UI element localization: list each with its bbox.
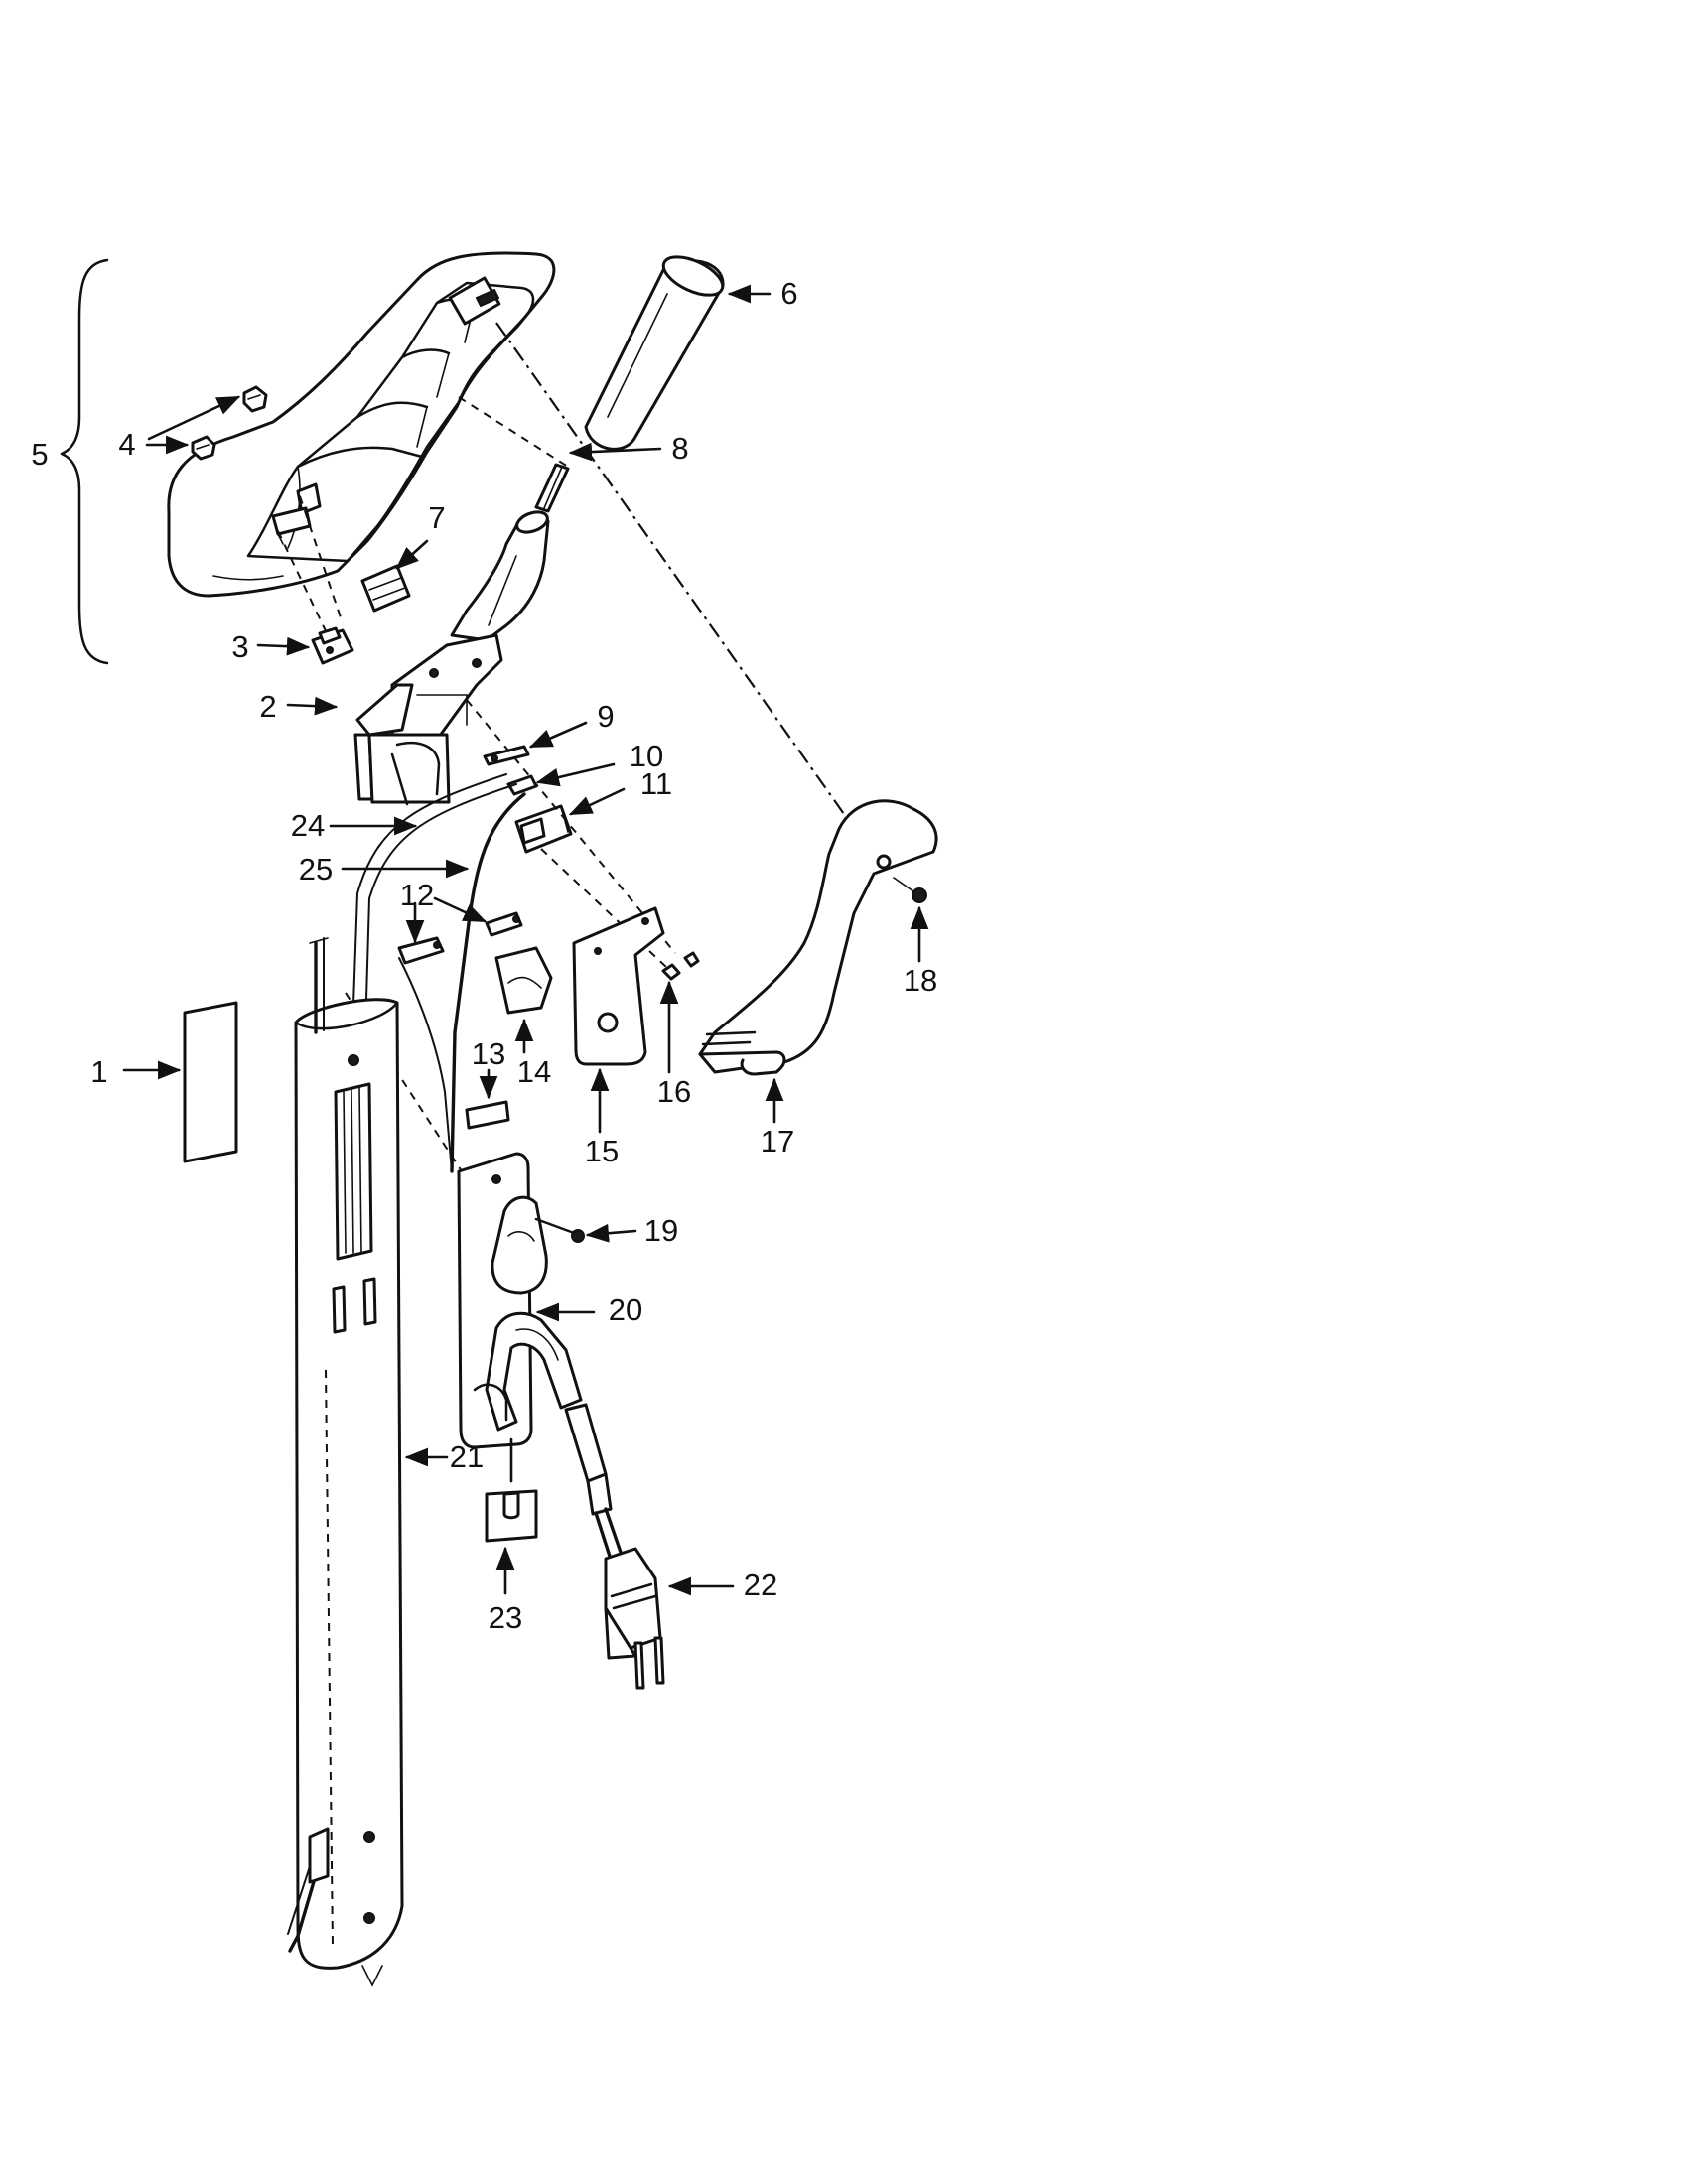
callout-3: 3 (231, 629, 248, 664)
callout-15: 15 (585, 1134, 619, 1168)
part-23-spacer (485, 1437, 538, 1543)
callout-20: 20 (609, 1293, 642, 1327)
callout-7: 7 (428, 500, 445, 535)
callout-11: 11 (640, 766, 672, 801)
part-3-bracket (311, 626, 354, 665)
part-21-main-tube (287, 937, 404, 1987)
callout-2: 2 (259, 689, 276, 724)
part-22-power-cord (564, 1403, 665, 1690)
part-7-switch-button (360, 564, 411, 613)
callout-5: 5 (31, 437, 48, 472)
callout-8: 8 (671, 431, 688, 466)
part-13-label (465, 1100, 510, 1130)
callout-14: 14 (517, 1054, 551, 1089)
assembly-bracket (60, 258, 109, 665)
callout-22: 22 (744, 1568, 777, 1602)
part-19-screw (534, 1217, 585, 1243)
part-11-switch (514, 804, 573, 854)
callout-18: 18 (904, 963, 937, 998)
callout-23: 23 (489, 1600, 522, 1635)
part-8-pin (534, 463, 570, 513)
part-6-grip-sleeve (584, 255, 725, 451)
callout-16: 16 (657, 1074, 691, 1109)
callout-10: 10 (630, 739, 663, 773)
part-5-handle-housing (167, 251, 556, 598)
part-16-screw (661, 951, 700, 981)
part-9-clip (483, 745, 530, 766)
callout-17: 17 (761, 1124, 794, 1159)
part-20-retainer-plate (457, 1152, 583, 1449)
part-14-insulator (494, 946, 553, 1015)
part-1-label (183, 1001, 238, 1163)
callout-25: 25 (299, 852, 333, 887)
callout-leaders (122, 284, 929, 1596)
part-15-cover-plate (572, 906, 665, 1066)
callout-19: 19 (644, 1213, 678, 1248)
callout-labels: 1 2 3 4 5 6 7 8 9 10 11 12 13 14 15 16 1… (31, 276, 937, 1635)
part-17-handle-cover (698, 799, 938, 1076)
assembly-lines-upper (277, 322, 845, 815)
callout-1: 1 (90, 1054, 107, 1089)
part-2-handle-tube (353, 510, 550, 806)
callout-21: 21 (450, 1439, 484, 1474)
callout-6: 6 (780, 276, 797, 311)
part-18-screw (893, 877, 927, 903)
callout-9: 9 (597, 699, 614, 734)
callout-4: 4 (118, 427, 135, 462)
callout-12: 12 (400, 878, 434, 912)
callout-24: 24 (291, 808, 325, 843)
part-4-clips (191, 385, 268, 461)
callout-13: 13 (472, 1036, 505, 1071)
